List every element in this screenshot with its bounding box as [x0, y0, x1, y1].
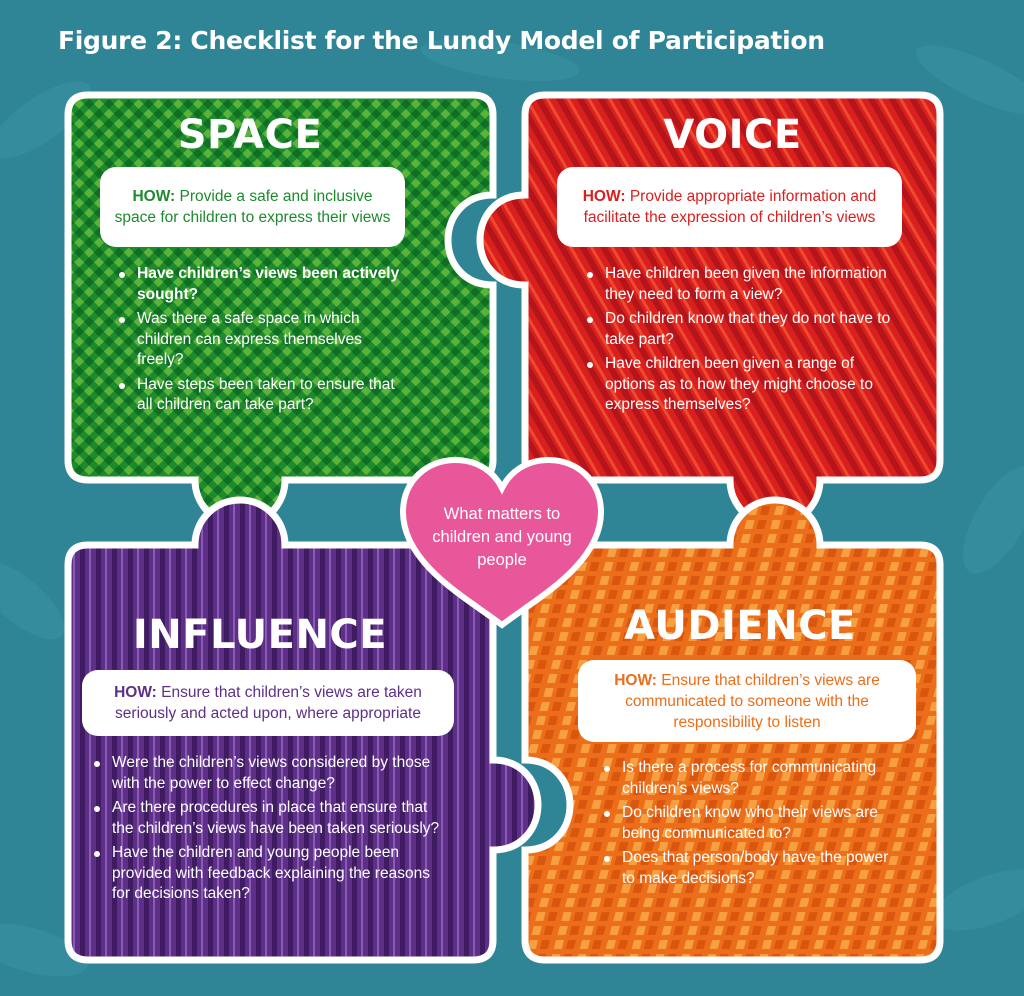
audience-question-list: Is there a process for communicating chi…: [600, 758, 900, 893]
influence-question: Were the children’s views considered by …: [90, 753, 450, 794]
influence-title: INFLUENCE: [132, 612, 388, 658]
voice-how-text: Provide appropriate information and faci…: [583, 188, 877, 226]
voice-title: VOICE: [663, 112, 802, 158]
audience-question: Is there a process for communicating chi…: [600, 758, 900, 799]
influence-question: Have the children and young people been …: [90, 843, 450, 905]
audience-question: Does that person/body have the power to …: [600, 848, 900, 889]
space-how-text: Provide a safe and inclusive space for c…: [114, 188, 391, 226]
space-question-list: Have children’s views been actively soug…: [115, 264, 405, 420]
voice-question: Have children been given the information…: [583, 264, 908, 305]
audience-how-label: HOW:: [614, 671, 657, 689]
influence-how-text: Ensure that children’s views are taken s…: [115, 684, 422, 722]
audience-how-box: HOW: Ensure that children’s views are co…: [578, 660, 916, 742]
space-how-box: HOW: Provide a safe and inclusive space …: [100, 167, 405, 247]
audience-how-text: Ensure that children’s views are communi…: [625, 671, 880, 731]
heart-label: What matters to children and young peopl…: [432, 505, 572, 569]
voice-how-box: HOW: Provide appropriate information and…: [557, 167, 902, 247]
voice-how-label: HOW:: [582, 188, 626, 205]
space-question: Have steps been taken to ensure that all…: [115, 375, 405, 416]
figure-title: Figure 2: Checklist for the Lundy Model …: [58, 26, 825, 55]
influence-question-list: Were the children’s views considered by …: [90, 753, 450, 909]
space-question: Was there a safe space in which children…: [115, 309, 405, 371]
influence-how-label: HOW:: [114, 684, 157, 701]
voice-question-list: Have children been given the information…: [583, 264, 908, 420]
voice-question: Have children been given a range of opti…: [583, 354, 908, 416]
space-title: SPACE: [177, 112, 323, 158]
voice-question: Do children know that they do not have t…: [583, 309, 908, 350]
heart-shape: [399, 456, 605, 629]
space-how-label: HOW:: [132, 188, 176, 205]
audience-question: Do children know who their views are bei…: [600, 803, 900, 844]
influence-how-box: HOW: Ensure that children’s views are ta…: [82, 670, 454, 736]
audience-title: AUDIENCE: [624, 603, 856, 649]
space-question: Have children’s views been actively soug…: [115, 264, 405, 305]
influence-question: Are there procedures in place that ensur…: [90, 798, 450, 839]
